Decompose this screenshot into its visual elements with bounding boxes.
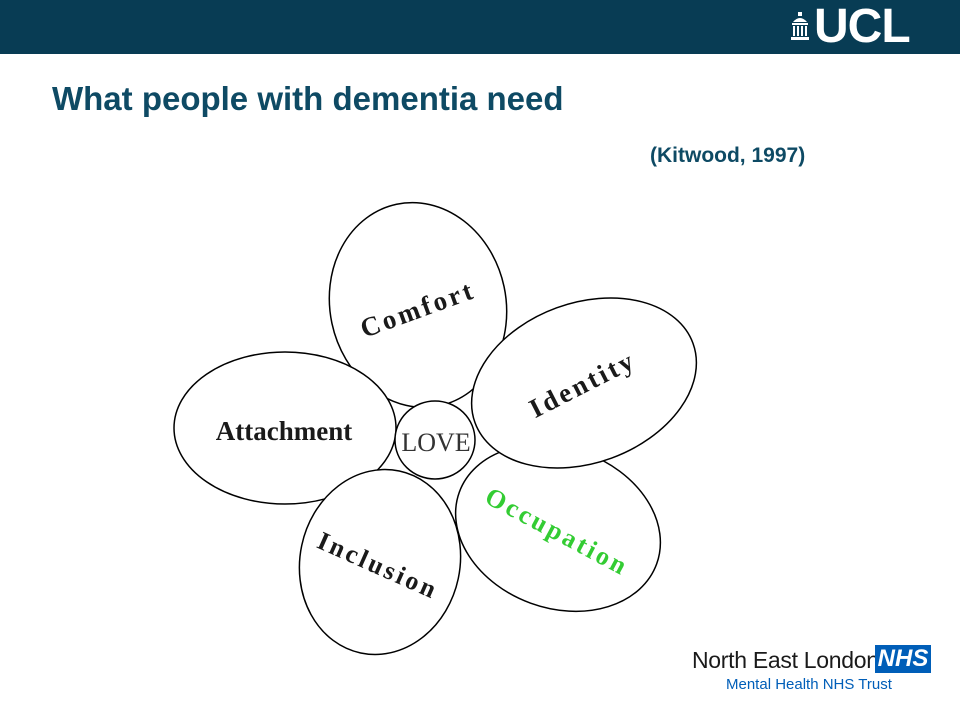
nhs-badge-icon: NHS xyxy=(875,645,931,673)
org-name: North East London xyxy=(692,647,879,673)
nhs-trust-logo: North East London NHS Mental Health NHS … xyxy=(692,645,942,695)
slide-citation: (Kitwood, 1997) xyxy=(650,144,806,167)
center-label-love: LOVE xyxy=(401,428,470,457)
petal-identity xyxy=(470,297,698,469)
ucl-logo: UCL xyxy=(790,0,911,54)
ucl-portico-icon xyxy=(791,12,809,40)
petal-label-attachment: Attachment xyxy=(216,416,352,446)
center-love xyxy=(394,400,476,480)
ucl-logo-text: UCL xyxy=(814,0,911,53)
petal-attachment xyxy=(173,351,397,505)
trust-name: Mental Health NHS Trust xyxy=(726,676,892,693)
petal-inclusion xyxy=(298,468,462,656)
header-bar xyxy=(0,0,960,54)
slide-title: What people with dementia need xyxy=(52,80,564,117)
